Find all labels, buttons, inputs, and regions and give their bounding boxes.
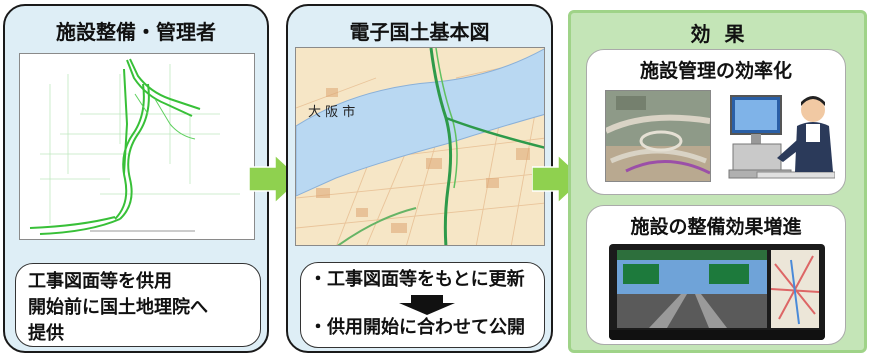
- note-line-1: 工事図面等を供用: [28, 271, 172, 292]
- facility-manager-panel: 施設整備・管理者: [3, 4, 269, 353]
- efficiency-title: 施設管理の効率化: [639, 60, 792, 82]
- update-step-2: ・供用開始に合わせて公開: [309, 317, 525, 338]
- update-process-note: ・工事図面等をもとに更新 ・供用開始に合わせて公開: [300, 262, 545, 348]
- navigation-screen: [609, 244, 825, 340]
- computer-user-icon: [728, 95, 835, 179]
- effects-panel: 効果 施設管理の効率化: [568, 10, 867, 353]
- update-step-1: ・工事図面等をもとに更新: [309, 269, 525, 290]
- note-line-2: 開始前に国土地理院へ: [28, 297, 208, 318]
- development-effect-title: 施設の整備効果増進: [630, 216, 802, 238]
- down-arrow-icon: [399, 295, 455, 315]
- note-line-3: 提供: [28, 323, 64, 344]
- aerial-photo: [605, 90, 711, 182]
- efficiency-card: 施設管理の効率化: [586, 49, 846, 195]
- development-effect-card: 施設の整備効果増進: [586, 205, 846, 345]
- facility-manager-title: 施設整備・管理者: [56, 20, 216, 44]
- topographic-map: 大 阪 市: [295, 47, 545, 246]
- map-city-label: 大 阪 市: [308, 104, 355, 120]
- provide-drawings-note: 工事図面等を供用 開始前に国土地理院へ 提供: [15, 263, 261, 347]
- construction-drawing: [19, 53, 255, 240]
- base-map-panel: 電子国土基本図 大 阪 市 ・工事図面等: [286, 4, 553, 353]
- base-map-title: 電子国土基本図: [349, 20, 490, 44]
- effects-title: 効果: [690, 22, 759, 46]
